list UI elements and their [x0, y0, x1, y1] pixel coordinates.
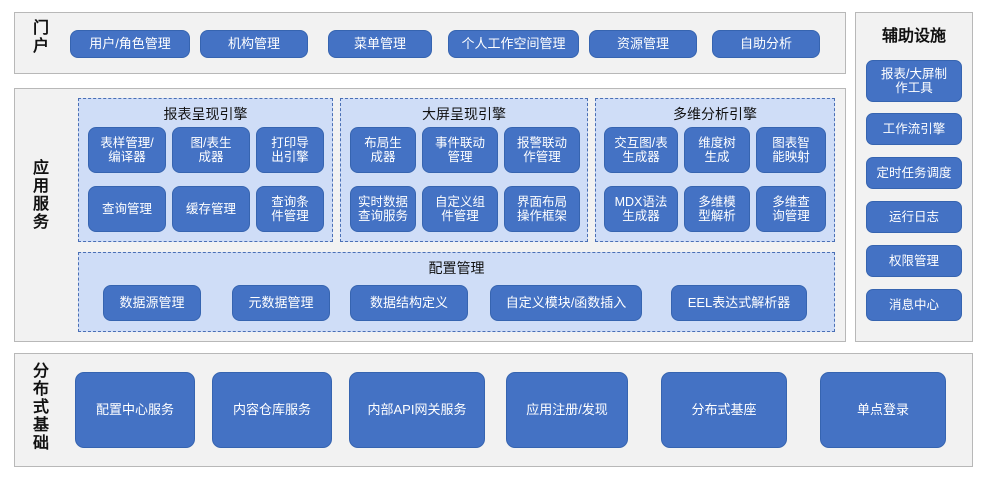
portal-item-self-analysis[interactable]: 自助分析	[712, 30, 820, 58]
engine-olap-item-query-mgmt[interactable]: 多维查 询管理	[756, 186, 826, 232]
portal-item-user-role[interactable]: 用户/角色管理	[70, 30, 190, 58]
aux-item-workflow-engine[interactable]: 工作流引擎	[866, 113, 962, 145]
distributed-section-label: 分 布 式 基 础	[32, 363, 49, 452]
distributed-item-api-gateway[interactable]: 内部API网关服务	[349, 372, 485, 448]
distributed-item-app-registry[interactable]: 应用注册/发现	[506, 372, 628, 448]
engine-report-item-query-condition[interactable]: 查询条 件管理	[256, 186, 324, 232]
config-item-custom-module-function[interactable]: 自定义模块/函数插入	[490, 285, 642, 321]
aux-section-title: 辅助设施	[881, 28, 946, 45]
aux-item-runtime-log[interactable]: 运行日志	[866, 201, 962, 233]
config-item-eel-parser[interactable]: EEL表达式解析器	[671, 285, 807, 321]
engine-bigscreen-item-layout-generator[interactable]: 布局生 成器	[350, 127, 416, 173]
engine-title-report: 报表呈现引擎	[163, 106, 248, 122]
distributed-item-content-repo[interactable]: 内容仓库服务	[212, 372, 332, 448]
engine-olap-item-model-parser[interactable]: 多维模 型解析	[684, 186, 750, 232]
engine-olap-item-interactive-chart[interactable]: 交互图/表 生成器	[604, 127, 678, 173]
config-item-data-structure[interactable]: 数据结构定义	[350, 285, 468, 321]
config-panel-title: 配置管理	[428, 260, 485, 276]
portal-section-label: 门 户	[32, 20, 49, 55]
engine-olap-item-chart-smart-mapping[interactable]: 图表智 能映射	[756, 127, 826, 173]
engine-bigscreen-item-ui-layout-framework[interactable]: 界面布局 操作框架	[504, 186, 580, 232]
portal-item-workspace[interactable]: 个人工作空间管理	[448, 30, 579, 58]
aux-item-scheduler[interactable]: 定时任务调度	[866, 157, 962, 189]
engine-title-olap: 多维分析引擎	[673, 106, 757, 122]
engine-title-bigscreen: 大屏呈现引擎	[422, 106, 506, 122]
aux-item-report-screen-tool[interactable]: 报表/大屏制 作工具	[866, 60, 962, 102]
app-service-section-label: 应 用 服 务	[32, 160, 49, 231]
engine-bigscreen-item-event-linkage[interactable]: 事件联动 管理	[422, 127, 498, 173]
aux-item-message-center[interactable]: 消息中心	[866, 289, 962, 321]
distributed-item-config-center[interactable]: 配置中心服务	[75, 372, 195, 448]
portal-item-resource[interactable]: 资源管理	[589, 30, 697, 58]
config-item-datasource[interactable]: 数据源管理	[103, 285, 201, 321]
engine-bigscreen-item-alarm-action[interactable]: 报警联动 作管理	[504, 127, 580, 173]
portal-item-org[interactable]: 机构管理	[200, 30, 308, 58]
engine-olap-item-mdx-generator[interactable]: MDX语法 生成器	[604, 186, 678, 232]
engine-bigscreen-item-realtime-query[interactable]: 实时数据 查询服务	[350, 186, 416, 232]
engine-report-item-template-compiler[interactable]: 表样管理/ 编译器	[88, 127, 166, 173]
engine-report-item-print-export[interactable]: 打印导 出引擎	[256, 127, 324, 173]
engine-report-item-chart-generator[interactable]: 图/表生 成器	[172, 127, 250, 173]
portal-item-menu[interactable]: 菜单管理	[328, 30, 432, 58]
engine-report-item-query-mgmt[interactable]: 查询管理	[88, 186, 166, 232]
engine-report-item-cache-mgmt[interactable]: 缓存管理	[172, 186, 250, 232]
aux-item-permission[interactable]: 权限管理	[866, 245, 962, 277]
engine-bigscreen-item-custom-component[interactable]: 自定义组 件管理	[422, 186, 498, 232]
config-item-metadata[interactable]: 元数据管理	[232, 285, 330, 321]
engine-olap-item-dimension-tree[interactable]: 维度树 生成	[684, 127, 750, 173]
distributed-item-distributed-base[interactable]: 分布式基座	[661, 372, 787, 448]
distributed-item-sso[interactable]: 单点登录	[820, 372, 946, 448]
